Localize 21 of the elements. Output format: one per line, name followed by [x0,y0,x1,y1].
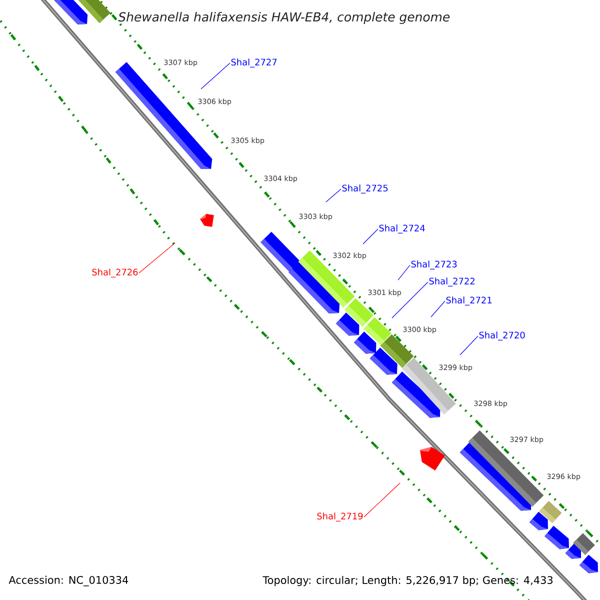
leader-line [364,482,400,518]
gene-label: Shal_2725 [342,184,388,194]
leader-line [138,242,176,274]
gene-label: Shal_2724 [379,224,425,234]
gene-label: Shal_2723 [411,260,457,270]
gene-label: Shal_2727 [231,58,277,68]
gene-label: Shal_2722 [429,278,474,286]
info-text: Topology: circular; Length: 5,226,917 bp; Genes: 4,433 [262,576,553,586]
gene-label: Shal_2720 [479,332,525,340]
leader-line [460,336,478,356]
leader-line [430,300,446,318]
leader-line [398,264,410,280]
gene-label: Shal_2726 [92,268,138,278]
gene-label: Shal_2721 [446,296,492,306]
leader-line [200,62,230,90]
leader-line [392,282,428,318]
title: Shewanella halifaxensis HAW-EB4, complete genome [118,12,450,24]
info-text: Accession: NC_010334 [8,576,128,586]
gene-label: Shal_2719 [317,512,363,522]
leader-line [326,188,342,202]
leader-line [362,228,378,244]
